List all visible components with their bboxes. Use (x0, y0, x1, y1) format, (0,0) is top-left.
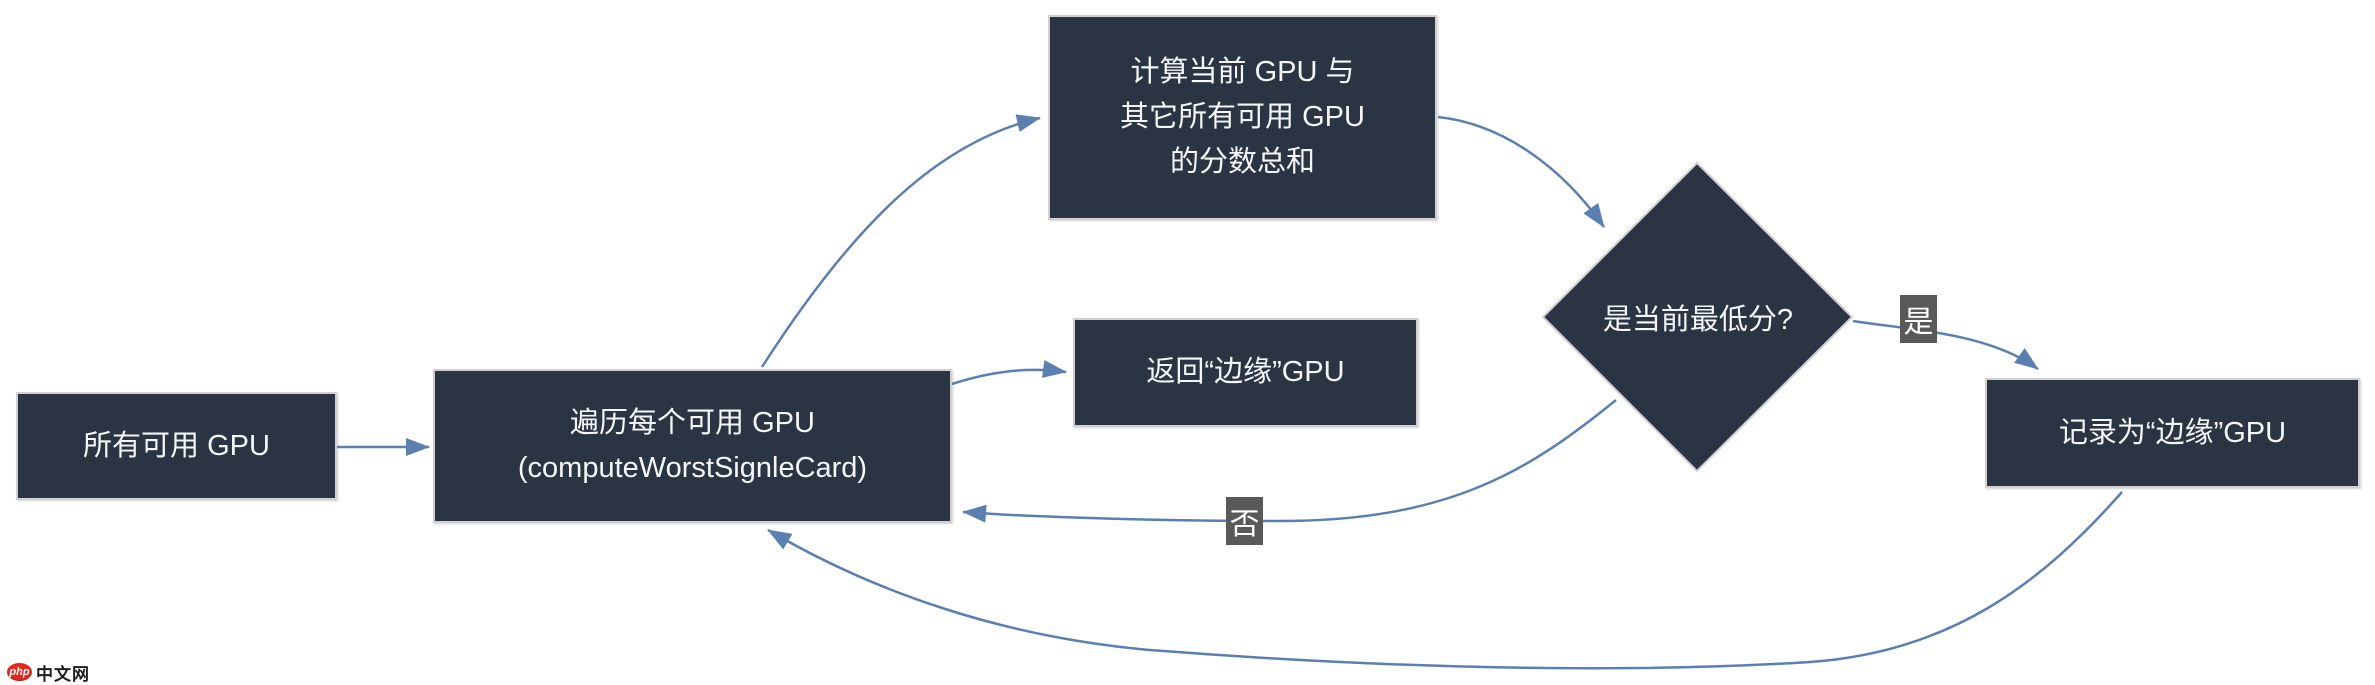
node-all-available-gpu: 所有可用 GPU (16, 392, 337, 500)
node-record-edge-gpu: 记录为“边缘”GPU (1985, 378, 2360, 488)
edge-label-yes: 是 (1900, 295, 1937, 343)
node-label: 所有可用 GPU (83, 429, 270, 462)
edge-compute-to-decision (1437, 115, 1606, 228)
php-logo-icon: php (7, 663, 32, 681)
node-label-line2: 其它所有可用 GPU (1120, 101, 1365, 133)
decision-diamond-shape (1541, 161, 1854, 473)
edge-decision-to-iterate-no (962, 399, 1617, 523)
node-label: 返回“边缘”GPU (1146, 356, 1345, 388)
node-compute-score-sum: 计算当前 GPU 与 其它所有可用 GPU 的分数总和 (1048, 15, 1437, 220)
node-return-edge-gpu: 返回“边缘”GPU (1073, 318, 1418, 427)
php-cn-watermark: php 中文网 (7, 662, 90, 684)
edge-iterate-to-return (951, 360, 1067, 386)
edge-iterate-to-compute (760, 114, 1041, 368)
edge-label-no: 否 (1226, 497, 1263, 545)
node-iterate-each-gpu: 遍历每个可用 GPU (computeWorstSignleCard) (433, 369, 952, 523)
node-label-line1: 计算当前 GPU 与 (1130, 56, 1355, 88)
node-label-line1: 遍历每个可用 GPU (570, 407, 815, 439)
node-label: 记录为“边缘”GPU (2058, 416, 2287, 449)
node-label-line3: 的分数总和 (1169, 146, 1315, 178)
watermark-text: 中文网 (36, 664, 90, 684)
edge-decision-to-record-yes (1852, 319, 2039, 371)
edge-record-to-iterate-loop (767, 491, 2123, 670)
node-label-line2: (computeWorstSignleCard) (517, 452, 868, 484)
